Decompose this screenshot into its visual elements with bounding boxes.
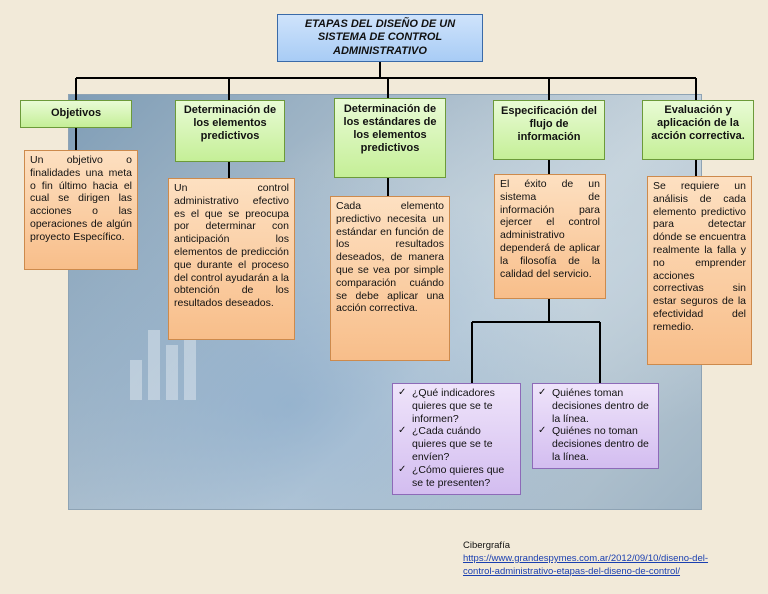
question-item: ¿Qué indicadores quieres que se te infor… <box>398 387 515 425</box>
stage-heading-objetivos: Objetivos <box>20 100 132 128</box>
diagram-title: ETAPAS DEL DISEÑO DE UN SISTEMA DE CONTR… <box>277 14 483 62</box>
question-item: ¿Cómo quieres que se te presenten? <box>398 464 515 490</box>
source-link-line-1[interactable]: https://www.grandespymes.com.ar/2012/09/… <box>463 553 708 566</box>
stage-description-elementos-predictivos: Un control administrativo efectivo es el… <box>168 178 295 340</box>
stage-description-flujo-informacion: El éxito de un sistema de información pa… <box>494 174 606 299</box>
stage-heading-elementos-predictivos: Determinación de los elementos predictiv… <box>175 100 285 162</box>
stage-description-estandares: Cada elemento predictivo necesita un est… <box>330 196 450 361</box>
stage-description-accion-correctiva: Se requiere un análisis de cada elemento… <box>647 176 752 365</box>
decision-item: Quiénes no toman decisiones dentro de la… <box>538 425 653 463</box>
credits-label: Cibergrafía <box>463 540 708 553</box>
stage-heading-accion-correctiva: Evaluación y aplicación de la acción cor… <box>642 100 754 160</box>
stage-heading-flujo-informacion: Especificación del flujo de información <box>493 100 605 160</box>
decision-item: Quiénes toman decisiones dentro de la lí… <box>538 387 653 425</box>
decision-makers-box: Quiénes toman decisiones dentro de la lí… <box>532 383 659 469</box>
question-item: ¿Cada cuándo quieres que se te envíen? <box>398 425 515 463</box>
stage-heading-estandares: Determinación de los estándares de los e… <box>334 98 446 178</box>
credits: Cibergrafía https://www.grandespymes.com… <box>463 540 708 578</box>
stage-description-objetivos: Un objetivo o finalidades una meta o fin… <box>24 150 138 270</box>
information-questions-box: ¿Qué indicadores quieres que se te infor… <box>392 383 521 495</box>
source-link-line-2[interactable]: control-administrativo-etapas-del-diseno… <box>463 566 708 579</box>
